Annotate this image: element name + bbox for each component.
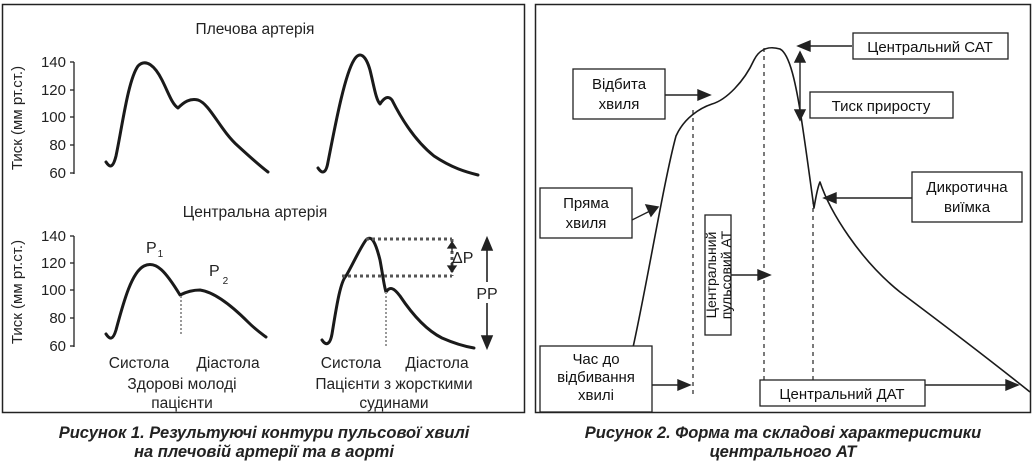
- reflection-time-label-3: хвилі: [578, 387, 614, 404]
- pp-arrow-down: [480, 335, 494, 351]
- dicrotic-notch-label-2: виїмка: [944, 199, 991, 216]
- brachial-title: Плечова артерія: [196, 21, 315, 38]
- figure-1-caption: Рисунок 1. Результуючі контури пульсової…: [0, 424, 528, 462]
- healthy-systole-label: Систола: [109, 355, 170, 372]
- top-y-axis-label: Тиск (мм рт.ст.): [9, 66, 26, 170]
- central-sat-label: Центральний САТ: [867, 39, 993, 56]
- direct-wave-box: [539, 187, 633, 239]
- augmentation-arrow-down: [793, 109, 807, 122]
- top-tick-80: 80: [49, 137, 66, 154]
- pulse-pressure-arrow: [757, 268, 772, 282]
- central-pulse-box: [704, 214, 732, 336]
- augmentation-label: Тиск приросту: [832, 98, 931, 115]
- reflected-wave-arrow: [697, 88, 712, 102]
- reflected-wave-label-1: Відбита: [592, 76, 647, 93]
- bottom-tick-140: 140: [41, 228, 66, 245]
- stiff-group-label-2: судинами: [359, 395, 428, 412]
- p2-label: P2: [209, 263, 229, 287]
- figure-1-caption-line-1: Рисунок 1. Результуючі контури пульсової…: [58, 424, 470, 442]
- top-tick-140: 140: [41, 54, 66, 71]
- direct-wave-label-1: Пряма: [563, 195, 609, 212]
- stiff-group-label-1: Пацієнти з жорсткими: [315, 376, 472, 393]
- figure-2-caption-line-2: центрального АТ: [709, 443, 857, 461]
- healthy-diastole-label: Діастола: [196, 355, 260, 372]
- augmentation-box: [809, 91, 954, 119]
- delta-p-label: ΔP: [452, 250, 473, 267]
- bottom-y-axis: [70, 235, 75, 347]
- reflected-wave-label-2: хвиля: [599, 96, 640, 113]
- reflection-time-box: [539, 345, 653, 413]
- figure-2-caption-line-1: Рисунок 2. Форма та складові характерист…: [584, 424, 982, 442]
- bottom-tick-60: 60: [49, 338, 66, 355]
- central-title: Центральна артерія: [183, 204, 328, 221]
- reflection-time-label-1: Час до: [572, 351, 619, 368]
- stiff-systole-label: Систола: [321, 355, 382, 372]
- dicrotic-notch-box: [911, 171, 1023, 223]
- healthy-group-label-1: Здорові молоді: [127, 376, 236, 393]
- bottom-tick-100: 100: [41, 282, 66, 299]
- central-pulse-label-2: пульсовий АТ: [718, 230, 734, 319]
- direct-wave-label-2: хвиля: [566, 215, 607, 232]
- brachial-wave-stiff: [316, 53, 480, 177]
- top-tick-100: 100: [41, 109, 66, 126]
- brachial-wave-healthy: [104, 61, 270, 174]
- central-dat-box: [759, 379, 926, 407]
- augmentation-arrow-up: [793, 50, 807, 63]
- central-sat-arrow: [796, 39, 811, 53]
- healthy-group-label-2: пацієнти: [151, 395, 213, 412]
- central-pulse-label-1: Центральний: [703, 232, 719, 319]
- central-sat-box: [852, 32, 1009, 60]
- reflected-wave-box: [572, 68, 666, 120]
- central-dat-label: Центральний ДАТ: [779, 386, 904, 403]
- stiff-diastole-label: Діастола: [405, 355, 469, 372]
- top-tick-120: 120: [41, 82, 66, 99]
- pp-arrow-up: [480, 235, 494, 251]
- p1-label: P1: [146, 240, 164, 260]
- pp-label: PP: [476, 286, 497, 303]
- direct-wave-arrow: [644, 204, 660, 218]
- top-y-axis: [70, 61, 75, 174]
- figure-2-frame: [534, 3, 1032, 414]
- figure-1-caption-line-2: на плечовій артерії та в аорті: [134, 443, 394, 461]
- central-dat-arrow: [1005, 378, 1020, 392]
- central-wave-healthy: [104, 263, 268, 340]
- reflection-time-label-2: відбивання: [557, 369, 635, 386]
- central-pressure-curve: [631, 46, 1031, 393]
- delta-p-arrow-down: [446, 265, 458, 274]
- top-tick-60: 60: [49, 165, 66, 182]
- central-wave-stiff: [320, 236, 476, 350]
- figure-2-caption: Рисунок 2. Форма та складові характерист…: [534, 424, 1032, 462]
- figure-1-frame: [1, 3, 526, 414]
- delta-p-arrow-up: [446, 240, 458, 249]
- bottom-tick-120: 120: [41, 255, 66, 272]
- dicrotic-notch-label-1: Дикротична: [926, 179, 1008, 196]
- reflection-time-arrow: [677, 378, 692, 392]
- bottom-y-axis-label: Тиск (мм рт.ст.): [9, 240, 26, 344]
- bottom-tick-80: 80: [49, 310, 66, 327]
- dicrotic-notch-arrow: [822, 191, 837, 205]
